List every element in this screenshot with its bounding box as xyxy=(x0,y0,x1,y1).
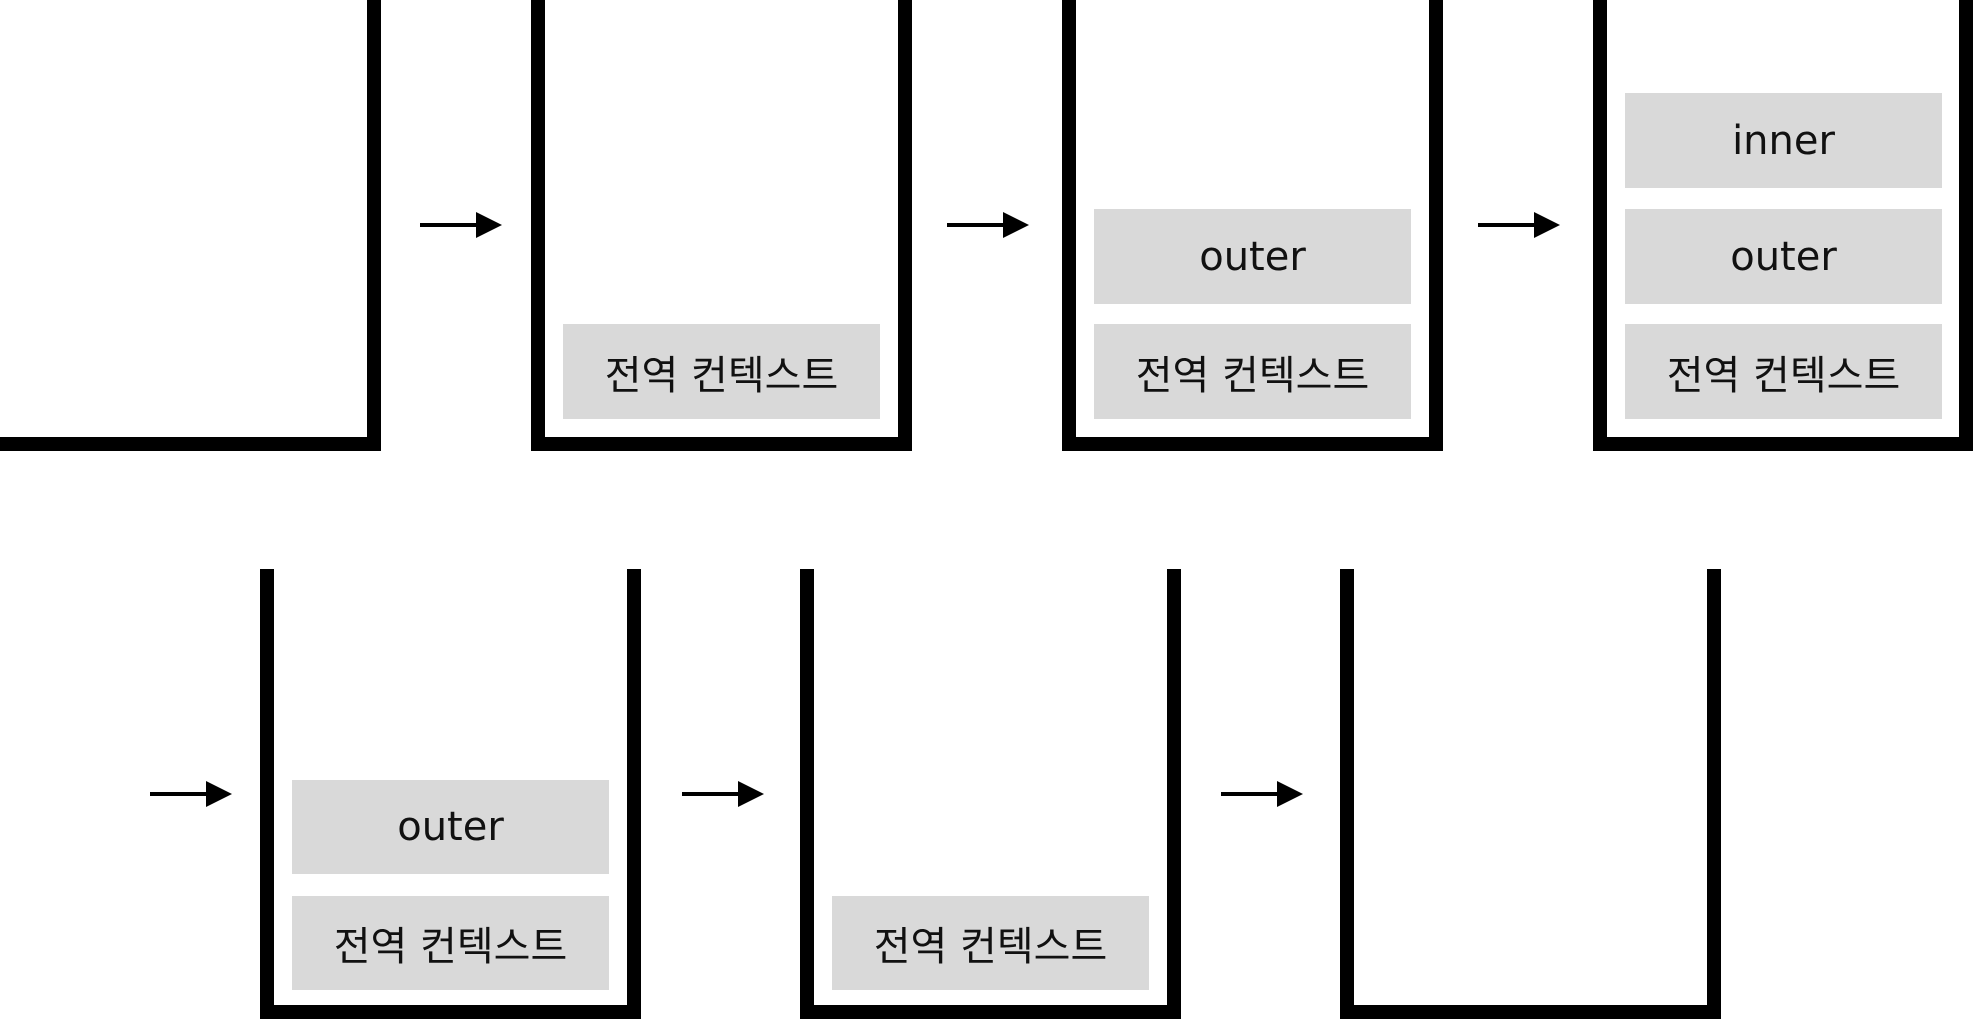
stack-frame-global-context: 전역 컨텍스트 xyxy=(1625,324,1942,419)
arrow-icon-5 xyxy=(682,781,764,807)
arrow-icon-6 xyxy=(1221,781,1303,807)
stack-frame-outer: outer xyxy=(1625,209,1942,304)
call-stack-6: 전역 컨텍스트 xyxy=(800,569,1181,1019)
arrow-icon-3 xyxy=(1478,212,1560,238)
stack-frame-inner: inner xyxy=(1625,93,1942,188)
arrow-icon-1 xyxy=(420,212,502,238)
arrow-icon-2 xyxy=(947,212,1029,238)
stack-frame-global-context: 전역 컨텍스트 xyxy=(292,896,609,990)
call-stack-4: inner outer 전역 컨텍스트 xyxy=(1593,0,1973,451)
stack-frame-global-context: 전역 컨텍스트 xyxy=(563,324,880,419)
call-stack-1 xyxy=(0,0,381,451)
arrow-icon-4 xyxy=(150,781,232,807)
stack-frame-global-context: 전역 컨텍스트 xyxy=(1094,324,1411,419)
stack-frame-outer: outer xyxy=(292,780,609,874)
call-stack-3: outer 전역 컨텍스트 xyxy=(1062,0,1443,451)
call-stack-2: 전역 컨텍스트 xyxy=(531,0,912,451)
stack-frame-global-context: 전역 컨텍스트 xyxy=(832,896,1149,990)
stack-frame-outer: outer xyxy=(1094,209,1411,304)
call-stack-5: outer 전역 컨텍스트 xyxy=(260,569,641,1019)
call-stack-7 xyxy=(1340,569,1721,1019)
